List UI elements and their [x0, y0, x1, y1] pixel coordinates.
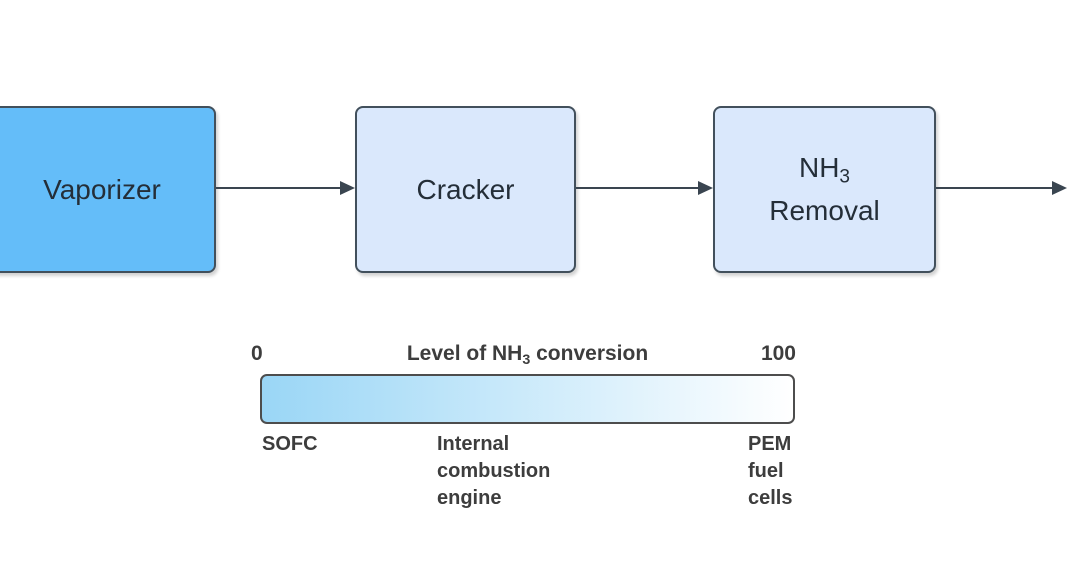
scale-label-line: engine — [437, 487, 502, 509]
scale-title-subscript: 3 — [522, 351, 531, 368]
arrow-cracker-to-nh3-removal — [576, 181, 713, 195]
arrow-head-icon — [340, 181, 355, 195]
scale-label-line: Internal — [437, 433, 510, 455]
scale-label-line: cells — [748, 487, 793, 509]
cracker-label: Cracker — [416, 173, 515, 205]
scale-title-pre: Level of NH — [406, 342, 523, 365]
conversion-gradient-bar — [260, 374, 795, 424]
arrow-head-icon — [1052, 181, 1067, 195]
scale-title-post: conversion — [530, 342, 649, 365]
nh3-removal-label-line1: NH3 — [769, 151, 879, 194]
arrow-line — [936, 187, 1055, 189]
scale-label-line: combustion — [437, 460, 551, 482]
nh3-subscript: 3 — [839, 166, 851, 188]
nh3-text: NH — [798, 151, 840, 183]
scale-label-line: fuel — [748, 460, 784, 482]
scale-label-line: PEM — [748, 433, 792, 455]
scale-label-sofc: SOFC — [262, 431, 318, 458]
scale-max-label: 100 — [760, 342, 796, 365]
cracker-box: Cracker — [355, 106, 576, 273]
arrow-line — [216, 187, 343, 189]
arrow-vaporizer-to-cracker — [216, 181, 355, 195]
arrow-line — [576, 187, 701, 189]
nh3-removal-label: NH3 Removal — [769, 151, 879, 228]
nh3-removal-box: NH3 Removal — [713, 106, 936, 273]
vaporizer-box: Vaporizer — [0, 106, 216, 273]
scale-label-pem-fuel-cells: PEM fuel cells — [748, 431, 792, 512]
scale-title: Level of NH3 conversion — [260, 342, 795, 368]
vaporizer-label: Vaporizer — [43, 173, 161, 205]
scale-label-internal-combustion-engine: Internal combustion engine — [437, 431, 550, 512]
arrow-head-icon — [698, 181, 713, 195]
nh3-removal-label-line2: Removal — [769, 195, 880, 227]
scale-min-label: 0 — [251, 342, 263, 365]
scale-label-line: SOFC — [262, 433, 318, 455]
arrow-nh3-removal-output — [936, 181, 1067, 195]
